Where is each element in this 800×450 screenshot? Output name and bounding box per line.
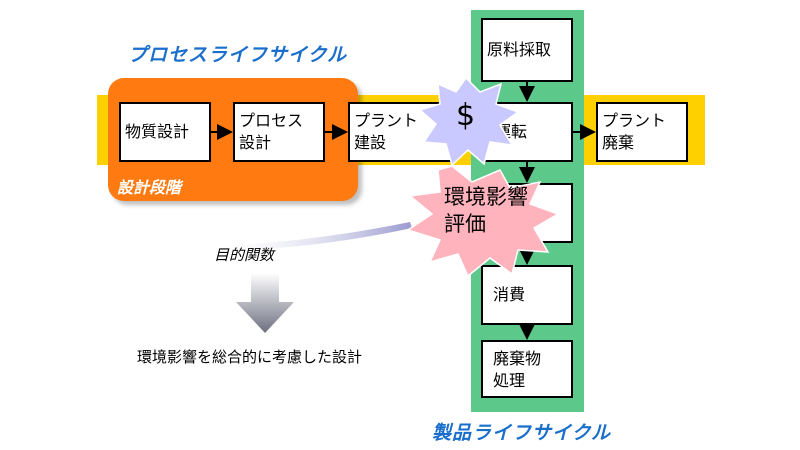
material-design-box: 物質設計: [119, 102, 211, 162]
process-design-label-1: プロセス: [239, 111, 304, 130]
process-design-label-2: 設計: [239, 133, 272, 152]
product-lifecycle-title: 製品ライフサイクル: [432, 422, 612, 444]
plant-disposal-label-2: 廃棄: [602, 133, 635, 152]
raw-material-box: 原料採取: [481, 18, 573, 82]
waste-treatment-label-2: 処理: [493, 371, 526, 390]
plant-construction-label-2: 建設: [354, 133, 387, 152]
environmental-assessment-line-2: 評価: [444, 212, 486, 236]
environmental-assessment-label: 環境影響 評価: [444, 184, 528, 238]
process-design-box: プロセス 設計: [233, 102, 325, 162]
design-phase-label: 設計段階: [117, 178, 182, 197]
environmental-assessment-line-1: 環境影響: [444, 185, 528, 209]
plant-construction-label-1: プラント: [354, 111, 419, 130]
plant-disposal-label-1: プラント: [602, 111, 667, 130]
dollar-sign-label: $: [456, 98, 476, 133]
process-lifecycle-title: プロセスライフサイクル: [128, 44, 348, 66]
consumption-label: 消費: [493, 285, 526, 304]
raw-material-label: 原料採取: [487, 40, 552, 59]
objective-function-streak: [205, 222, 412, 251]
material-design-label: 物質設計: [125, 122, 190, 141]
waste-treatment-label-1: 廃棄物: [493, 349, 542, 368]
waste-treatment-box: 廃棄物 処理: [481, 340, 573, 398]
plant-disposal-box: プラント 廃棄: [596, 102, 688, 162]
cost-burst-icon: [418, 76, 520, 167]
down-arrow-icon: [236, 273, 294, 333]
conclusion-label: 環境影響を総合的に考慮した設計: [137, 348, 363, 366]
environmental-assessment-burst: [406, 165, 560, 278]
objective-function-label: 目的関数: [214, 246, 275, 264]
